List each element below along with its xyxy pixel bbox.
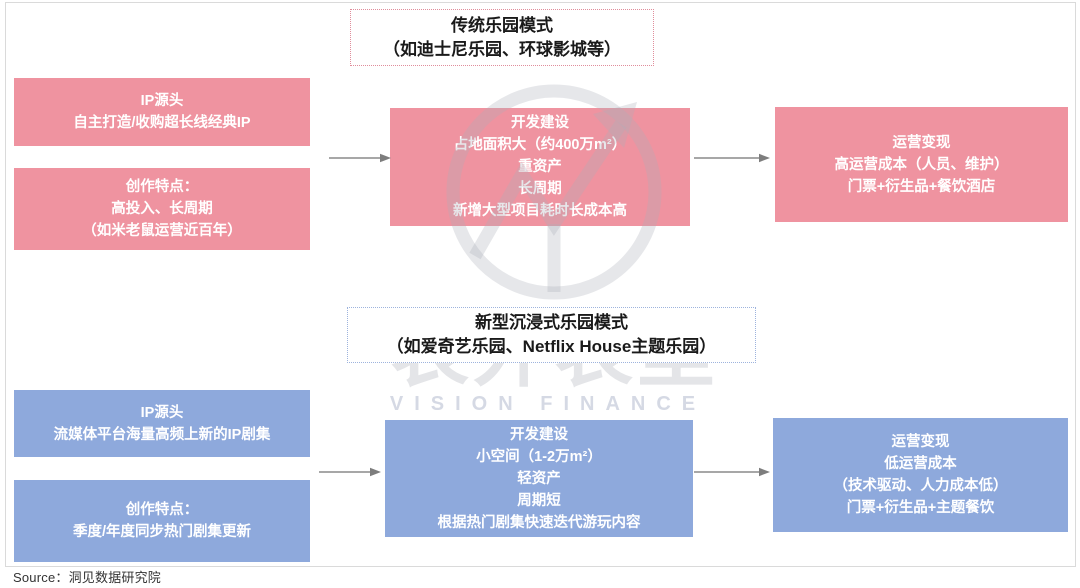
traditional-creation-box: 创作特点： 高投入、长周期 （如米老鼠运营近百年） (14, 168, 310, 250)
traditional-development-box: 开发建设 占地面积大（约400万m²） 重资产 长周期 新增大型项目耗时长成本高 (390, 108, 690, 226)
flow-arrow-right-icon (329, 153, 391, 163)
box-line: IP源头 (140, 93, 184, 109)
box-line: 自主打造/收购超长线经典IP (73, 115, 251, 131)
diagram-frame (5, 2, 1076, 567)
box-line: 流媒体平台海量高频上新的IP剧集 (53, 426, 271, 443)
immersive-model-title: 新型沉浸式乐园模式 (475, 313, 628, 332)
immersive-model-title-box: 新型沉浸式乐园模式 （如爱奇艺乐园、Netflix House主题乐园） (347, 307, 756, 363)
immersive-development-box: 开发建设 小空间（1-2万m²） 轻资产 周期短 根据热门剧集快速迭代游玩内容 (385, 420, 693, 537)
source-attribution: Source：洞见数据研究院 (13, 570, 161, 585)
box-line: 占地面积大（约400万m²） (453, 137, 627, 153)
traditional-ip-source-box: IP源头 自主打造/收购超长线经典IP (14, 78, 310, 146)
box-line: 长周期 (518, 181, 562, 197)
box-line: 周期短 (517, 492, 561, 509)
immersive-creation-box: 创作特点： 季度/年度同步热门剧集更新 (14, 480, 310, 562)
box-line: 轻资产 (517, 470, 561, 487)
box-line: 重资产 (518, 159, 562, 175)
immersive-model-subtitle: （如爱奇艺乐园、Netflix House主题乐园） (386, 337, 717, 356)
box-line: 开发建设 (510, 426, 568, 443)
box-line: 门票+衍生品+餐饮酒店 (847, 178, 996, 195)
box-line: （如米老鼠运营近百年） (82, 223, 242, 239)
immersive-operation-box: 运营变现 低运营成本 （技术驱动、人力成本低） 门票+衍生品+主题餐饮 (773, 418, 1068, 532)
box-line: 创作特点： (125, 502, 199, 518)
box-line: （技术驱动、人力成本低） (833, 478, 1008, 494)
box-line: 创作特点： (125, 179, 199, 195)
box-line: 运营变现 (891, 434, 950, 450)
flow-arrow-right-icon (694, 153, 770, 163)
traditional-model-title-box: 传统乐园模式 （如迪士尼乐园、环球影城等） (350, 9, 654, 66)
immersive-ip-source-box: IP源头 流媒体平台海量高频上新的IP剧集 (14, 390, 310, 457)
box-line: 根据热门剧集快速迭代游玩内容 (437, 514, 641, 531)
traditional-model-subtitle: （如迪士尼乐园、环球影城等） (383, 39, 621, 59)
box-line: 开发建设 (511, 115, 569, 131)
box-line: 低运营成本 (884, 456, 957, 472)
traditional-operation-box: 运营变现 高运营成本（人员、维护） 门票+衍生品+餐饮酒店 (775, 107, 1068, 222)
traditional-model-title: 传统乐园模式 (451, 15, 553, 35)
box-line: 门票+衍生品+主题餐饮 (846, 500, 995, 516)
flow-arrow-right-icon (319, 467, 381, 477)
box-line: 运营变现 (892, 134, 951, 151)
box-line: 高投入、长周期 (111, 201, 213, 217)
box-line: 季度/年度同步热门剧集更新 (72, 524, 252, 540)
box-line: 小空间（1-2万m²） (476, 448, 602, 465)
flow-arrow-right-icon (694, 467, 770, 477)
box-line: 新增大型项目耗时长成本高 (453, 203, 627, 219)
box-line: IP源头 (140, 404, 184, 421)
box-line: 高运营成本（人员、维护） (834, 156, 1009, 173)
